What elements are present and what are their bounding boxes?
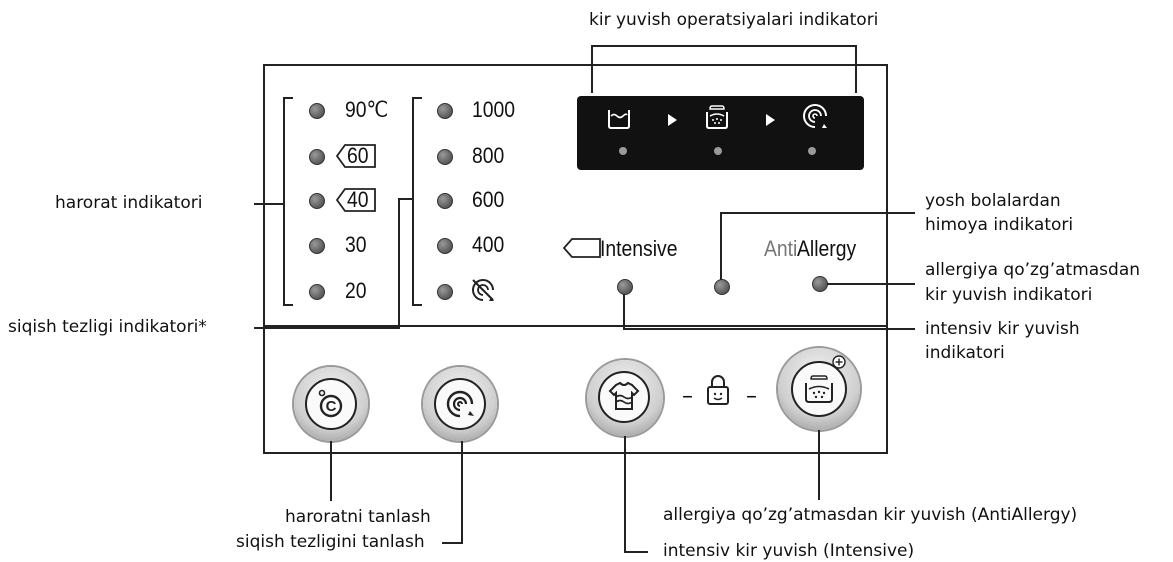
antiallergy-button[interactable]: [778, 348, 860, 430]
temperature-button-icon: C: [318, 389, 343, 418]
temperature-tag-icon: [335, 144, 376, 168]
temperature-select-button[interactable]: C: [294, 367, 368, 441]
intensive-tag-icon: [562, 238, 601, 258]
temperature-indicator-label: harorat indikatori: [55, 193, 203, 213]
plus-circle-icon: [832, 355, 846, 369]
spin-400: 400: [472, 232, 505, 257]
tub-wash-icon: [608, 110, 630, 129]
no-spin-icon: [472, 279, 494, 301]
wash-led: [619, 147, 627, 155]
dash-separator: –: [682, 384, 693, 409]
spin-led: [437, 238, 453, 254]
intensive-button-label: intensiv kir yuvish (Intensive): [663, 541, 915, 561]
temperature-led: [309, 193, 325, 209]
temperature-led: [309, 103, 325, 119]
spin-led: [437, 284, 453, 300]
antiallergy-tub-icon: [805, 375, 833, 403]
control-panel: [263, 64, 888, 454]
child-lock-icon: [707, 375, 729, 405]
intensive-indicator-label-2: indikatori: [925, 343, 1005, 363]
antiallergy-indicator-label-1: allergiya qo’zg’atmasdan: [925, 260, 1141, 280]
antiallergy-led: [812, 276, 828, 292]
temperature-led: [309, 149, 325, 165]
spin-led: [437, 193, 453, 209]
temperature-led: [309, 284, 325, 300]
child-lock-led: [714, 279, 730, 295]
temperature-30: 30: [345, 232, 367, 257]
temperature-led: [309, 238, 325, 254]
wash-phase-indicator-label: kir yuvish operatsiyalari indikatori: [589, 10, 879, 30]
intensive-shirt-icon: [608, 381, 640, 410]
child-lock-indicator-label-1: yosh bolalardan: [925, 191, 1061, 211]
spin-button-icon: [446, 390, 474, 418]
anti-label: Anti: [764, 236, 798, 261]
temperature-60: 60: [347, 143, 369, 168]
spin-select-label: siqish tezligini tanlash: [236, 532, 425, 552]
spin-select-button[interactable]: [423, 367, 497, 441]
spin-1000: 1000: [472, 97, 516, 122]
temperature-tag-icon: [335, 188, 376, 212]
temperature-90: 90℃: [345, 97, 389, 122]
spin-indicator-label: siqish tezligi indikatori*: [8, 317, 207, 337]
antiallergy-button-label: allergiya qo’zg’atmasdan kir yuvish (Ant…: [663, 505, 1078, 525]
intensive-led: [617, 279, 633, 295]
panel-divider: [264, 325, 887, 327]
temperature-select-label: haroratni tanlash: [285, 507, 431, 527]
arrow-icon: [766, 114, 775, 126]
spin-600: 600: [472, 187, 505, 212]
svg-text:C: C: [326, 398, 337, 415]
child-lock-indicator-label-2: himoya indikatori: [925, 215, 1074, 235]
intensive-indicator-label-1: intensiv kir yuvish: [925, 319, 1080, 339]
spin-icon: [803, 104, 827, 128]
temperature-bracket: [283, 97, 293, 306]
antiallergy-indicator-label-2: kir yuvish indikatori: [925, 285, 1093, 305]
spin-800: 800: [472, 143, 505, 168]
arrow-icon: [668, 114, 677, 126]
rinse-led: [714, 147, 722, 155]
temperature-40: 40: [347, 187, 369, 212]
temperature-20: 20: [345, 278, 367, 303]
wash-phase-display: [577, 96, 864, 170]
antiallergy-label: AntiAllergy: [764, 236, 864, 262]
rinse-icon: [706, 105, 728, 129]
dash-separator: –: [746, 384, 757, 409]
intensive-button[interactable]: [587, 360, 663, 436]
spin-bracket: [412, 97, 422, 306]
spin-led: [437, 149, 453, 165]
spin-led: [808, 147, 816, 155]
allergy-label: Allergy: [796, 236, 857, 261]
spin-led: [437, 103, 453, 119]
intensive-label: Intensive: [600, 236, 678, 261]
